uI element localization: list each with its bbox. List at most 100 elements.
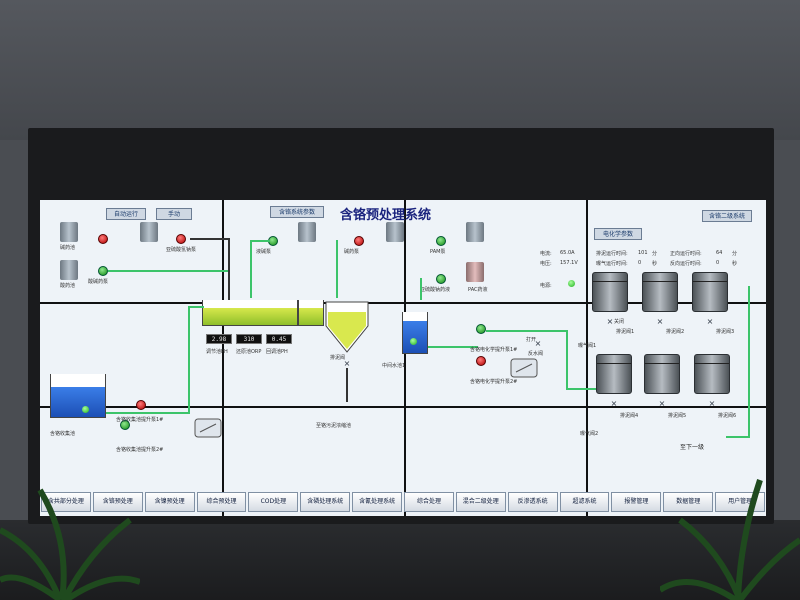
level2-button[interactable]: 含铬二级系统 [702, 210, 752, 222]
params-button[interactable]: 含铬系统参数 [270, 206, 324, 218]
nav-general-pre[interactable]: 综合预处理 [196, 492, 247, 512]
valve-icon[interactable]: ⨯ [706, 317, 714, 326]
pump-icon[interactable] [176, 234, 186, 244]
dosing-unit-icon [386, 222, 404, 242]
valve-icon[interactable]: ⨯ [656, 317, 664, 326]
valve-label: 排泥阀1 [616, 329, 635, 335]
scada-screen: 含铬预处理系统 自动运行 手动 含铬系统参数 含铬二级系统 碱药池 酸药池 酸碱… [40, 200, 766, 516]
pump-icon[interactable] [476, 356, 486, 366]
aer-valve-label: 曝气阀2 [580, 431, 599, 437]
room-ceiling [0, 0, 800, 140]
pump-label: 含铬电化学提升泵2# [470, 379, 518, 385]
nav-chromium[interactable]: 含铬预处理 [92, 492, 143, 512]
controller-icon [510, 358, 538, 378]
nav-alarm[interactable]: 报警管理 [611, 492, 662, 512]
nav-ultrafiltration[interactable]: 超滤系统 [559, 492, 610, 512]
sludge-valve-icon[interactable]: ⨯ [343, 359, 351, 368]
pump-icon[interactable] [98, 266, 108, 276]
pump-icon[interactable] [136, 400, 146, 410]
nav-reverse-osmosis[interactable]: 反渗透系统 [507, 492, 558, 512]
open-label: 打开 [526, 337, 537, 343]
pump-icon[interactable] [354, 236, 364, 246]
outflow-label: 至下一级 [680, 444, 705, 451]
manual-button[interactable]: 手动 [156, 208, 192, 220]
unit-label: 秒 [732, 261, 738, 267]
electro-params-button[interactable]: 电化学参数 [594, 228, 642, 240]
unit-label: 分 [732, 251, 738, 257]
electro-tank [644, 354, 680, 394]
dosing-unit-icon [466, 222, 484, 242]
dosing-unit-label: 酸药池 [60, 283, 76, 289]
electro-tank [694, 354, 730, 394]
ph1-meter: 2.98 [206, 334, 232, 344]
reverse-time-label: 反向运行时间: [670, 261, 702, 267]
valve-label: 排泥阀4 [620, 413, 639, 419]
pump-icon[interactable] [98, 234, 108, 244]
middle-tank [402, 312, 428, 354]
level-led [410, 338, 417, 345]
controller-icon [194, 418, 222, 438]
plant-left [0, 488, 140, 600]
valve-label: 排泥阀2 [666, 329, 685, 335]
auto-run-button[interactable]: 自动运行 [106, 208, 146, 220]
aer-time-label: 曝气运行时间: [596, 261, 628, 267]
backwash-valve-label: 反水阀 [528, 351, 544, 357]
valve-icon[interactable]: ⨯ [606, 317, 614, 326]
nav-public[interactable]: 含共部分处理 [41, 492, 91, 512]
electro-tank [692, 272, 728, 312]
pump-label: 含铬电化学提升泵1# [470, 347, 518, 353]
nav-phosphorus[interactable]: 含磷处理系统 [300, 492, 351, 512]
orp-label: 还原池ORP [236, 349, 262, 355]
dosing-unit-label: 碱药池 [60, 245, 76, 251]
pump-icon[interactable] [436, 274, 446, 284]
page-title: 含铬预处理系统 [340, 208, 432, 223]
dosing-unit-icon [60, 222, 78, 242]
ph1-label: 调节池PH [206, 349, 228, 355]
valve-icon[interactable]: ⨯ [610, 399, 618, 408]
pump-label: 含铬收集池提升泵2# [116, 447, 164, 453]
orp-meter: 310 [236, 334, 262, 344]
pump-label: 亚硫酸氢钠泵 [166, 247, 197, 253]
ph2-label: 回调池PH [266, 349, 288, 355]
middle-tank-label: 中间水池1 [382, 363, 406, 369]
unit-label: 秒 [652, 261, 658, 267]
close-label: 关闭 [614, 319, 625, 325]
nav-general[interactable]: 综合处理 [404, 492, 454, 512]
valve-label: 排泥阀5 [668, 413, 687, 419]
aer-time-value: 0 [638, 260, 642, 266]
power-led [568, 280, 575, 287]
pump-label: 液碱泵 [256, 249, 272, 255]
valve-icon[interactable]: ⨯ [708, 399, 716, 408]
reaction-tank [202, 300, 298, 326]
pump-label: 酸碱药泵 [88, 279, 109, 285]
level-led [82, 406, 89, 413]
sludge-target-label: 至铬污泥浓缩池 [316, 423, 352, 429]
electro-tank [642, 272, 678, 312]
pump-icon[interactable] [476, 324, 486, 334]
reverse-time-value: 0 [716, 260, 720, 266]
nav-data[interactable]: 数据管理 [663, 492, 714, 512]
sludge-valve-label: 排泥阀 [330, 355, 346, 361]
nav-cod[interactable]: COD处理 [248, 492, 299, 512]
collect-tank [50, 374, 106, 418]
current-value: 65.0A [560, 250, 575, 256]
dosing-unit-icon [60, 260, 78, 280]
valve-icon[interactable]: ⨯ [658, 399, 666, 408]
aer-valve-label: 曝气阀1 [578, 343, 597, 349]
electro-tank [596, 354, 632, 394]
pump-icon[interactable] [120, 420, 130, 430]
backwash-valve-icon[interactable]: ⨯ [534, 339, 542, 348]
pump-icon[interactable] [436, 236, 446, 246]
valve-label: 排泥阀3 [716, 329, 735, 335]
plant-right [660, 479, 800, 600]
pump-label: 含铬收集池提升泵1# [116, 417, 164, 423]
nav-mixed-level2[interactable]: 混合二级处理 [455, 492, 506, 512]
nav-cyanide[interactable]: 含氰处理系统 [352, 492, 403, 512]
pump-label: PAM泵 [430, 249, 446, 255]
voltage-value: 157.1V [560, 260, 578, 266]
nav-nickel[interactable]: 含镍预处理 [144, 492, 195, 512]
bottom-nav: 含共部分处理 含铬预处理 含镍预处理 综合预处理 COD处理 含磷处理系统 含氰… [40, 492, 766, 512]
forward-time-value: 64 [716, 250, 723, 256]
current-label: 电流: [540, 251, 552, 257]
electro-tank [592, 272, 628, 312]
